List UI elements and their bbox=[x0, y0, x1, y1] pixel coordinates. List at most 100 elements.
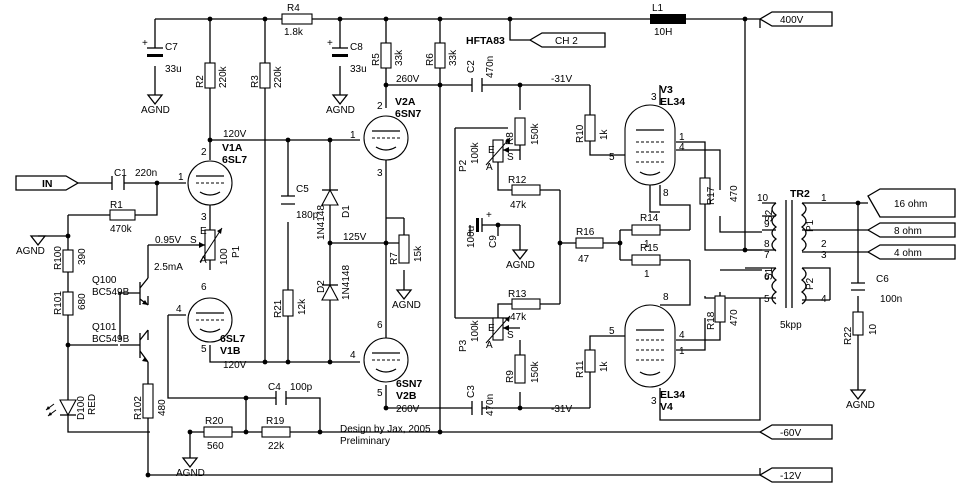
voltage-095v: 0.95V bbox=[155, 235, 181, 246]
label-r100-value: 390 bbox=[77, 248, 88, 265]
label-r15-ref: R15 bbox=[640, 243, 659, 254]
label-p1-ref: P1 bbox=[231, 245, 242, 258]
tube-v4: 8 5 4 1 3 bbox=[609, 292, 685, 407]
label-r17-value: 470 bbox=[729, 185, 740, 202]
voltage-m31v-top: -31V bbox=[551, 74, 572, 85]
credits-line1: Design by Jax, 2005 bbox=[340, 424, 431, 435]
rail-400v-label: 400V bbox=[780, 15, 804, 26]
label-c6-value: 100n bbox=[880, 294, 902, 305]
v4-pin8: 8 bbox=[663, 292, 669, 303]
label-r101-ref: R101 bbox=[53, 291, 64, 315]
label-r14-value: 1 bbox=[644, 239, 650, 250]
v1a-pin3: 3 bbox=[201, 212, 207, 223]
tr2-pin8: 8 bbox=[764, 239, 770, 250]
transformer-tr2: 10 9 8 7 6 5 1 2 3 4 S2 S1 P1 P2 bbox=[757, 193, 827, 308]
ground-c9 bbox=[511, 249, 529, 261]
v3-pin4: 4 bbox=[679, 142, 685, 153]
resistor-r18 bbox=[714, 295, 726, 323]
voltage-m31v-bottom: -31V bbox=[551, 404, 572, 415]
label-v1a-ref: V1A bbox=[222, 142, 243, 154]
pot-p3-pin-s: S bbox=[507, 330, 514, 341]
ground-in-label: AGND bbox=[16, 246, 45, 257]
ground-c8 bbox=[331, 94, 349, 106]
label-c3-ref: C3 bbox=[466, 385, 477, 398]
resistors bbox=[62, 13, 864, 438]
svg-text:+: + bbox=[486, 210, 492, 221]
rail-ch2-label: CH 2 bbox=[555, 36, 578, 47]
tube-v2a: 2 1 3 bbox=[350, 101, 409, 179]
label-d1-value: 1N4148 bbox=[316, 205, 327, 240]
capacitor-c8: + bbox=[327, 38, 348, 57]
v3-pin5: 5 bbox=[609, 152, 615, 163]
rail-in-label: IN bbox=[42, 178, 53, 190]
label-r4-value: 1.8k bbox=[284, 27, 304, 38]
resistor-r20 bbox=[203, 426, 233, 438]
tr2-winding-p2: P2 bbox=[805, 277, 816, 290]
tr2-pin3: 3 bbox=[821, 250, 827, 261]
label-d1-ref: D1 bbox=[341, 205, 352, 218]
label-r16-value: 47 bbox=[578, 254, 590, 265]
component-labels: R4 1.8k L1 10H C7 33u C8 33u R2 220k R3 … bbox=[53, 3, 902, 452]
label-c1-ref: C1 bbox=[114, 168, 127, 179]
label-r20-value: 560 bbox=[207, 441, 224, 452]
label-c7-value: 33u bbox=[165, 64, 182, 75]
tr2-winding-s2: S2 bbox=[764, 209, 775, 222]
diodes bbox=[45, 178, 339, 417]
label-r4-ref: R4 bbox=[287, 3, 300, 14]
resistor-r2 bbox=[204, 62, 216, 89]
label-tr2-value: 5kpp bbox=[780, 320, 802, 331]
label-r21-value: 12k bbox=[297, 298, 308, 315]
label-v1b-value: 6SL7 bbox=[220, 333, 245, 345]
pot-p2-pin-e: E bbox=[488, 145, 495, 156]
pot-p1: E A S bbox=[190, 226, 223, 266]
label-r22-ref: R22 bbox=[843, 326, 854, 345]
v2a-pin1: 1 bbox=[350, 130, 356, 141]
label-v1b-ref: V1B bbox=[220, 345, 241, 357]
label-r18-value: 470 bbox=[729, 309, 740, 326]
label-r13-value: 47k bbox=[510, 312, 527, 323]
label-r102-ref: R102 bbox=[133, 396, 144, 420]
v3-pin1: 1 bbox=[679, 132, 685, 143]
connector-16ohm bbox=[867, 188, 956, 218]
label-r22-value: 10 bbox=[868, 323, 879, 335]
capacitor-c7: + bbox=[142, 38, 163, 57]
label-c4-value: 100p bbox=[290, 382, 313, 393]
label-v3-value: EL34 bbox=[660, 96, 685, 108]
label-c6-ref: C6 bbox=[876, 274, 889, 285]
label-r12-ref: R12 bbox=[508, 175, 527, 186]
ground-r20 bbox=[181, 457, 199, 469]
rail-4ohm-label: 4 ohm bbox=[894, 248, 922, 259]
resistor-r21 bbox=[282, 289, 294, 317]
diode-d2 bbox=[321, 283, 339, 318]
v3-pin8: 8 bbox=[663, 188, 669, 199]
label-r12-value: 47k bbox=[510, 200, 527, 211]
voltage-260v-top: 260V bbox=[396, 74, 420, 85]
label-d2-ref: D2 bbox=[316, 280, 327, 293]
resistor-r102 bbox=[142, 383, 154, 419]
credits-line2: Preliminary bbox=[340, 436, 390, 447]
ground-in bbox=[29, 235, 47, 247]
connector-m12v bbox=[758, 467, 833, 483]
resistor-r1 bbox=[109, 209, 136, 221]
transistors bbox=[120, 265, 149, 363]
pot-p2-pin-a: A bbox=[486, 162, 493, 173]
label-v2b-value: 6SN7 bbox=[396, 378, 422, 390]
label-q100-value: BC549B bbox=[92, 287, 130, 298]
resistor-r100 bbox=[62, 249, 74, 273]
v2b-pin6: 6 bbox=[377, 320, 383, 331]
resistor-r19 bbox=[261, 426, 291, 438]
label-p3-ref: P3 bbox=[458, 339, 469, 352]
label-r8-ref: R8 bbox=[505, 132, 516, 145]
label-r9-ref: R9 bbox=[505, 370, 516, 383]
resistor-r8 bbox=[514, 117, 526, 146]
resistor-r11 bbox=[584, 349, 596, 373]
label-p1-value: 100 bbox=[219, 248, 230, 265]
ground-c9-label: AGND bbox=[506, 260, 535, 271]
v2b-pin5: 5 bbox=[377, 388, 383, 399]
label-r16-ref: R16 bbox=[576, 227, 595, 238]
label-v2a-value: 6SN7 bbox=[395, 108, 421, 120]
label-r101-value: 680 bbox=[77, 293, 88, 310]
svg-text:+: + bbox=[327, 38, 333, 49]
label-q101-value: BC549B bbox=[92, 334, 130, 345]
